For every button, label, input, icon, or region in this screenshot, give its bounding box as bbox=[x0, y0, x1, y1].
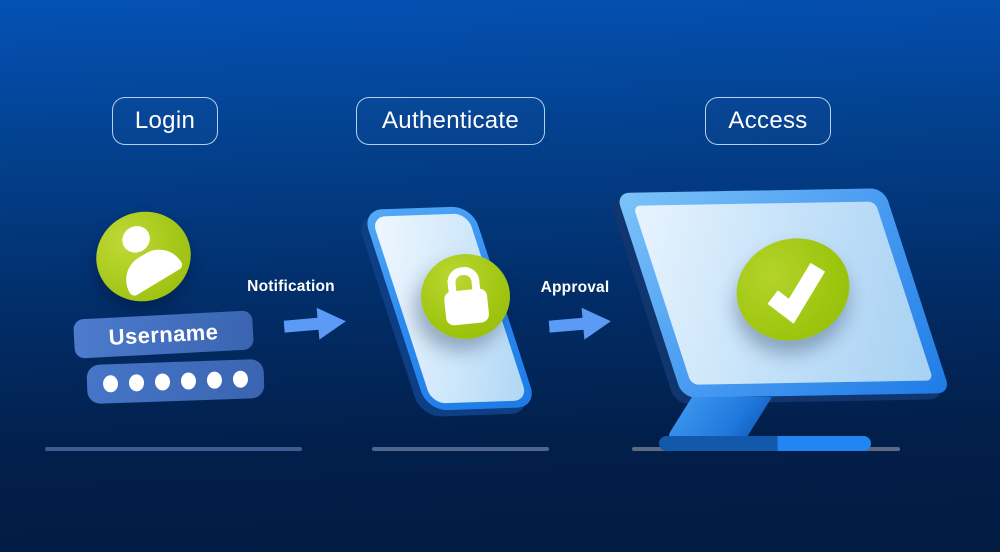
ground-line-phone bbox=[372, 447, 549, 451]
password-field[interactable] bbox=[86, 358, 265, 405]
lock-icon bbox=[421, 254, 510, 339]
stage-pill-login[interactable]: Login bbox=[112, 97, 218, 145]
connector-label-approval: Approval bbox=[540, 279, 610, 296]
password-dot bbox=[206, 371, 223, 389]
arrow-right-icon bbox=[548, 307, 611, 340]
username-value: Username bbox=[108, 318, 219, 350]
password-dot bbox=[154, 373, 171, 391]
arrow-right-icon bbox=[283, 307, 346, 340]
checkmark-glyph bbox=[767, 262, 826, 324]
password-dots bbox=[102, 370, 249, 393]
user-icon bbox=[84, 199, 203, 314]
ground-line-login bbox=[45, 447, 302, 451]
username-field[interactable]: Username bbox=[73, 310, 254, 359]
password-dot bbox=[102, 375, 119, 393]
password-dot bbox=[232, 370, 249, 388]
lock-icon-glyph bbox=[417, 250, 514, 344]
monitor-stand bbox=[664, 397, 772, 441]
stage-pill-access[interactable]: Access bbox=[705, 97, 831, 145]
password-dot bbox=[128, 374, 145, 392]
password-dot bbox=[180, 372, 197, 390]
lock-body bbox=[443, 287, 490, 327]
connector-label-notification: Notification bbox=[247, 278, 335, 295]
user-icon-glyph bbox=[80, 194, 207, 319]
checkmark-icon bbox=[723, 223, 863, 356]
monitor-base bbox=[659, 436, 871, 451]
stage-pill-authenticate[interactable]: Authenticate bbox=[356, 97, 545, 145]
